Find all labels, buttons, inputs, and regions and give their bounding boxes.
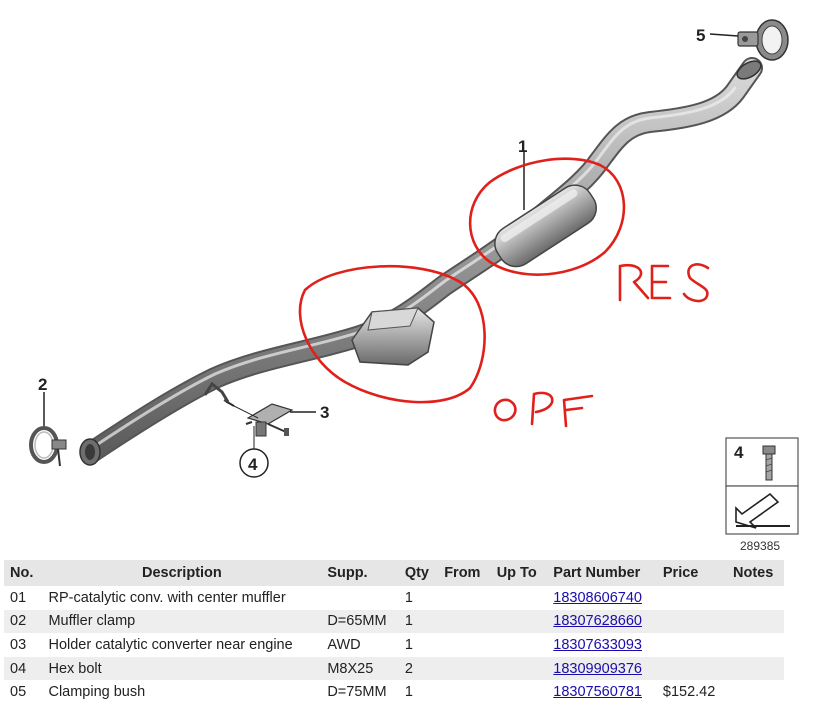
cell-notes xyxy=(727,656,784,681)
cell-qty: 2 xyxy=(398,656,439,681)
exhaust-parts-diagram: 1 2 3 4 5 4 289385 xyxy=(29,19,799,553)
cell-price xyxy=(657,633,727,657)
table-row: 02 Muffler clamp D=65MM 1 18307628660 xyxy=(4,609,784,634)
callout-3: 3 xyxy=(320,403,329,422)
part-number-link[interactable]: 18307628660 xyxy=(553,613,642,630)
inset-callout: 4 xyxy=(734,443,744,462)
header-no: No. xyxy=(4,560,43,586)
cell-part-number: 18307633093 xyxy=(547,633,657,657)
callout-4-circle xyxy=(239,448,269,478)
image-number: 289385 xyxy=(740,539,780,553)
table-row: 01 RP-catalytic conv. with center muffle… xyxy=(4,586,784,610)
cell-upto xyxy=(490,609,548,634)
table-row: 05 Clamping bush D=75MM 1 18307560781 $1… xyxy=(4,680,784,704)
cell-from xyxy=(438,609,491,634)
cell-from xyxy=(438,656,491,681)
cell-no: 03 xyxy=(10,636,27,653)
exhaust-pipe-assembly xyxy=(79,57,763,466)
cell-qty: 1 xyxy=(404,636,413,653)
cell-description: Hex bolt xyxy=(42,656,322,681)
header-qty: Qty xyxy=(398,560,439,586)
header-price: Price xyxy=(656,560,727,586)
cell-description: Muffler clamp xyxy=(42,609,322,634)
cell-qty: 1 xyxy=(404,589,413,606)
cell-upto xyxy=(491,680,548,704)
cell-no: 04 xyxy=(4,656,43,681)
cell-supp: D=65MM xyxy=(321,609,399,634)
cell-upto xyxy=(490,656,548,681)
parts-table: No. Description Supp. Qty From Up To Par… xyxy=(4,560,784,704)
part-number-link[interactable]: 18309909376 xyxy=(553,660,642,677)
header-from: From xyxy=(438,560,491,586)
callout-5-leader xyxy=(709,33,739,37)
cell-upto xyxy=(491,633,548,657)
opf-annotation xyxy=(298,264,594,428)
callout-4: 4 xyxy=(248,455,258,474)
cell-notes xyxy=(727,586,784,610)
part-number-link[interactable]: 18307633093 xyxy=(553,636,642,653)
cell-notes xyxy=(727,680,784,704)
cell-part-number: 18308606740 xyxy=(547,586,657,610)
cell-part-number: 18309909376 xyxy=(547,656,657,681)
center-muffler-body xyxy=(494,184,597,268)
table-row: 03 Holder catalytic converter near engin… xyxy=(4,633,784,657)
cell-description: Clamping bush xyxy=(48,684,146,701)
cell-qty: 1 xyxy=(398,609,439,634)
res-annotation xyxy=(468,157,710,303)
cell-no: 05 xyxy=(10,684,27,701)
cell-supp: M8X25 xyxy=(321,656,399,681)
cell-notes xyxy=(727,609,784,634)
cell-from xyxy=(438,680,491,704)
table-row: 04 Hex bolt M8X25 2 18309909376 xyxy=(4,656,784,681)
part-number-link[interactable]: 18308606740 xyxy=(553,589,642,606)
holder-bracket-illustration xyxy=(245,403,294,437)
table-header-row: No. Description Supp. Qty From Up To Par… xyxy=(4,560,784,586)
cell-from xyxy=(438,586,491,610)
cell-supp: D=75MM xyxy=(327,684,387,701)
header-upto: Up To xyxy=(490,560,548,586)
pipe-outlet-opening xyxy=(736,60,762,80)
header-part-number: Part Number xyxy=(547,560,657,586)
cell-description: RP-catalytic conv. with center muffler xyxy=(48,589,286,606)
cell-price xyxy=(656,609,727,634)
cell-description: Holder catalytic converter near engine xyxy=(48,636,293,653)
callout-2: 2 xyxy=(38,375,47,394)
cell-supp: AWD xyxy=(327,636,361,653)
header-description: Description xyxy=(42,560,322,586)
cell-qty: 1 xyxy=(404,684,413,701)
cell-no: 02 xyxy=(4,609,43,634)
callout-5: 5 xyxy=(696,26,705,45)
hex-bolt-inset: 4 xyxy=(725,437,799,535)
muffler-clamp-illustration xyxy=(29,426,67,467)
cell-part-number: 18307628660 xyxy=(547,609,657,634)
cell-part-number: 18307560781 xyxy=(547,680,657,704)
header-notes: Notes xyxy=(727,560,784,586)
cell-supp xyxy=(321,586,399,610)
header-supp: Supp. xyxy=(321,560,399,586)
cell-notes xyxy=(727,633,784,657)
callout-4-leader-a xyxy=(225,401,259,419)
cell-price xyxy=(656,656,727,681)
cell-no: 01 xyxy=(10,589,27,606)
cell-from xyxy=(438,633,491,657)
clamping-bush-illustration xyxy=(737,19,789,61)
cell-upto xyxy=(491,586,548,610)
callout-1: 1 xyxy=(518,137,527,156)
part-number-link[interactable]: 18307560781 xyxy=(553,684,642,701)
cell-price xyxy=(657,586,727,610)
cell-price: $152.42 xyxy=(662,684,716,701)
